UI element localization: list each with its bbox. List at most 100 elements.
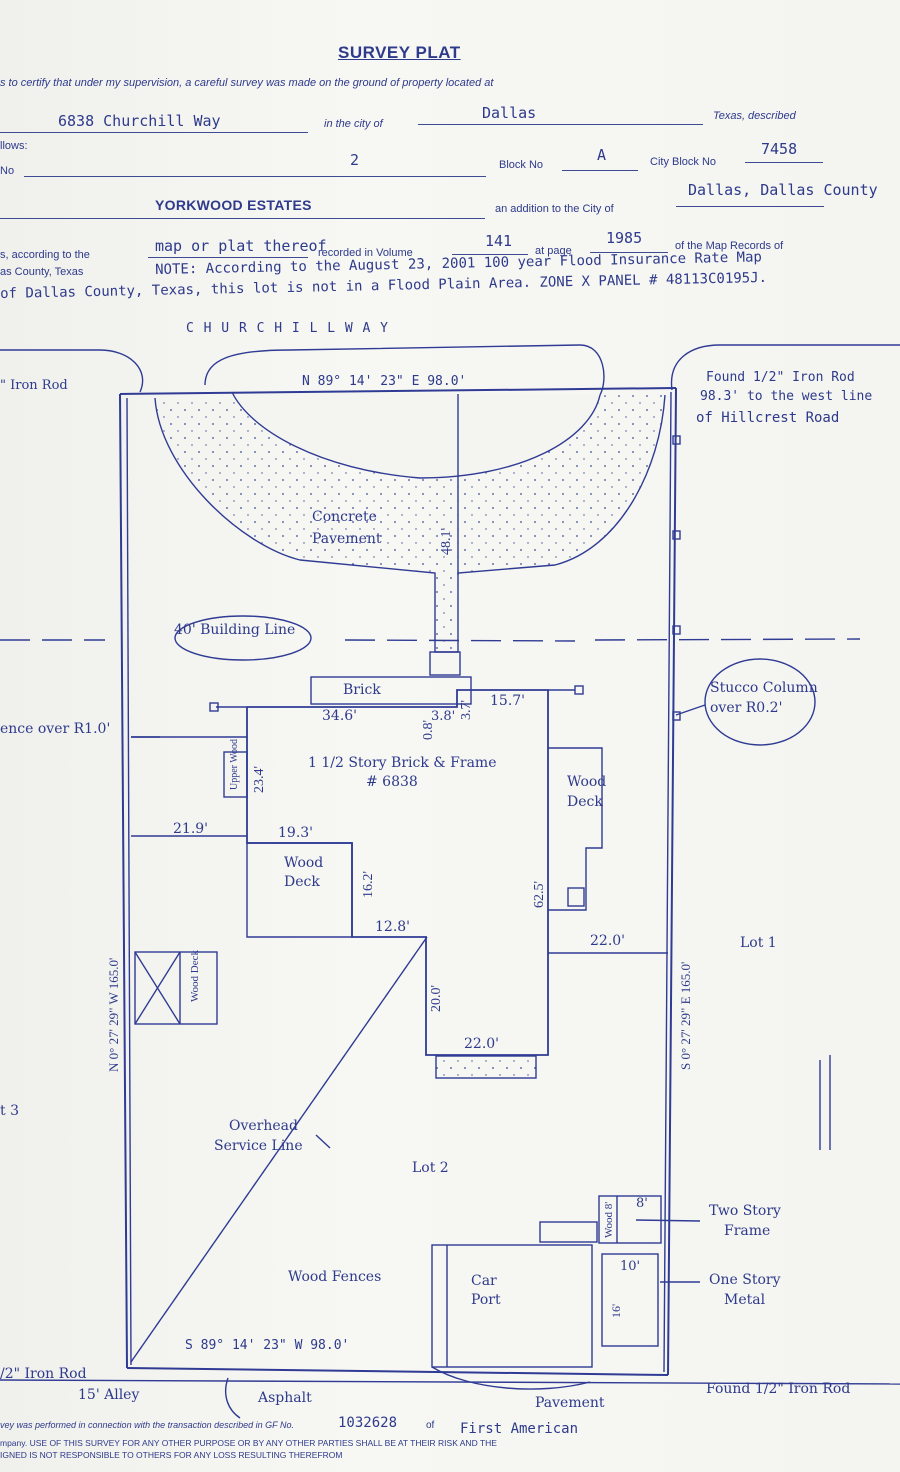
north-property-line	[119, 387, 677, 395]
page-underline	[590, 252, 668, 253]
building-line-callout	[174, 615, 312, 661]
house-outline	[246, 689, 549, 1056]
one-story-metal	[601, 1253, 659, 1347]
upper-wood-deck	[223, 751, 248, 798]
west-fence	[126, 397, 132, 1366]
dim-16-2-label: 16.2'	[361, 871, 376, 898]
lot-1-label: Lot 1	[740, 935, 777, 951]
two-story-label-2: Frame	[724, 1223, 771, 1239]
street-curb-west	[0, 349, 144, 393]
recorded-volume-label: recorded in Volume	[318, 247, 413, 259]
dim-12-8: 12.8'	[375, 919, 411, 935]
north-bearing-label: N 89° 14' 23" E 98.0'	[302, 374, 467, 389]
map-records-label: of the Map Records of	[675, 240, 784, 252]
iron-rod-nw-label: " Iron Rod	[0, 378, 68, 393]
deck-x2	[134, 951, 181, 1025]
fence-post-1	[672, 435, 681, 445]
dim-10: 10'	[620, 1259, 641, 1274]
stucco-callout	[704, 658, 816, 746]
rear-steps	[539, 1221, 598, 1243]
dim-3-8: 3.8'	[431, 709, 456, 724]
lot-2-label: Lot 2	[412, 1160, 449, 1176]
wood-fences-label: Wood Fences	[288, 1269, 382, 1285]
dim-3-7-label: 3.7'	[459, 700, 474, 720]
ne-hillcrest-label: of Hillcrest Road	[696, 410, 840, 426]
dim-22-0-east: 22.0'	[590, 933, 626, 949]
east-fence	[663, 391, 672, 1373]
alley-curve	[224, 1377, 241, 1419]
one-story-label-2: Metal	[724, 1292, 766, 1308]
according-label: s, according to the	[0, 249, 90, 261]
map-plat-underline	[148, 257, 308, 258]
dim-62-5-label: 62.5'	[532, 881, 547, 908]
overhead-label-2: Service Line	[214, 1138, 303, 1154]
footer-line2: mpany. USE OF THIS SURVEY FOR ANY OTHER …	[0, 1438, 497, 1448]
certify-line: s to certify that under my supervision, …	[0, 77, 494, 89]
city-value: Dallas	[482, 104, 537, 122]
west-property-line	[119, 393, 128, 1369]
two-story-label-1: Two Story	[709, 1203, 781, 1219]
house-number: # 6838	[366, 774, 418, 790]
house-description: 1 1/2 Story Brick & Frame	[308, 755, 497, 771]
stucco-column-label: Stucco Column	[710, 680, 818, 696]
dim-20-0-label: 20.0'	[429, 985, 444, 1012]
rear-wood-deck	[246, 842, 353, 938]
building-line-mid	[344, 639, 576, 642]
stucco-leader	[675, 704, 706, 716]
in-city-of-label: in the city of	[324, 118, 383, 130]
dim-8: 8'	[636, 1196, 648, 1211]
deck-steps	[567, 887, 585, 907]
at-page-label: at page	[535, 245, 572, 257]
footer-of: of	[426, 1420, 435, 1431]
overhead-label-1: Overhead	[229, 1118, 298, 1134]
found-rod-ne-label: Found 1/2" Iron Rod	[706, 370, 855, 385]
stucco-over-label: over R0.2'	[710, 700, 783, 716]
address-value: 6838 Churchill Way	[58, 112, 221, 130]
block-value: A	[597, 146, 607, 164]
dim-21-9: 21.9'	[173, 821, 209, 837]
subdivision-value: YORKWOOD ESTATES	[155, 197, 312, 213]
footer-line1: vey was performed in connection with the…	[0, 1420, 294, 1430]
lot-label: No	[0, 165, 15, 177]
dim-22-0-rear: 22.0'	[464, 1036, 500, 1052]
one-story-label-1: One Story	[709, 1272, 781, 1288]
upper-wood-label: Upper Wood	[229, 739, 240, 790]
west-deck-label: Wood Deck	[189, 950, 201, 1002]
follows-label: llows:	[0, 140, 28, 152]
wall-marker-west	[209, 702, 219, 712]
street-curb-east	[670, 344, 900, 391]
east-property-line	[667, 387, 677, 1376]
fence-over-label: ence over R1.0'	[0, 721, 111, 737]
city-underline	[418, 124, 703, 125]
front-step	[429, 651, 461, 676]
west-wood-deck	[134, 951, 218, 1025]
concrete-label: Concrete	[312, 509, 377, 525]
dim-34-6: 34.6'	[322, 708, 358, 724]
city-block-label: City Block No	[650, 156, 717, 168]
street-name: C H U R C H I L L W A Y	[186, 321, 390, 336]
south-bearing-label: S 89° 14' 23" W 98.0'	[185, 1338, 350, 1353]
overhead-leader	[315, 1134, 331, 1149]
building-line-east	[594, 638, 861, 641]
city-block-underline	[745, 162, 823, 163]
wall-marker-east	[574, 685, 584, 695]
county-texas-label: as County, Texas	[0, 266, 84, 278]
carport-label-1: Car	[471, 1273, 497, 1289]
footer-line3: IGNED IS NOT RESPONSIBLE TO OTHERS FOR A…	[0, 1450, 343, 1460]
alley-label: 15' Alley	[78, 1387, 140, 1403]
west-bearing-label: N 0° 27' 29" W 165.0'	[106, 958, 121, 1072]
side-deck-label-1: Wood	[567, 774, 607, 790]
block-label: Block No	[499, 159, 544, 171]
city-block-value: 7458	[761, 140, 798, 158]
south-property-line	[126, 1367, 669, 1376]
overhead-service-line	[130, 936, 428, 1363]
dim-16-label: 16'	[609, 1304, 623, 1318]
volume-value: 141	[485, 232, 513, 250]
dim-0-8-label: 0.8'	[421, 720, 436, 740]
gf-number: 1032628	[338, 1415, 398, 1431]
east-bearing-label: S 0° 27' 29" E 165.0'	[678, 962, 693, 1070]
addition-label: an addition to the City of	[495, 203, 614, 215]
lot-underline	[24, 176, 486, 177]
driveway-inner-top	[204, 344, 605, 396]
